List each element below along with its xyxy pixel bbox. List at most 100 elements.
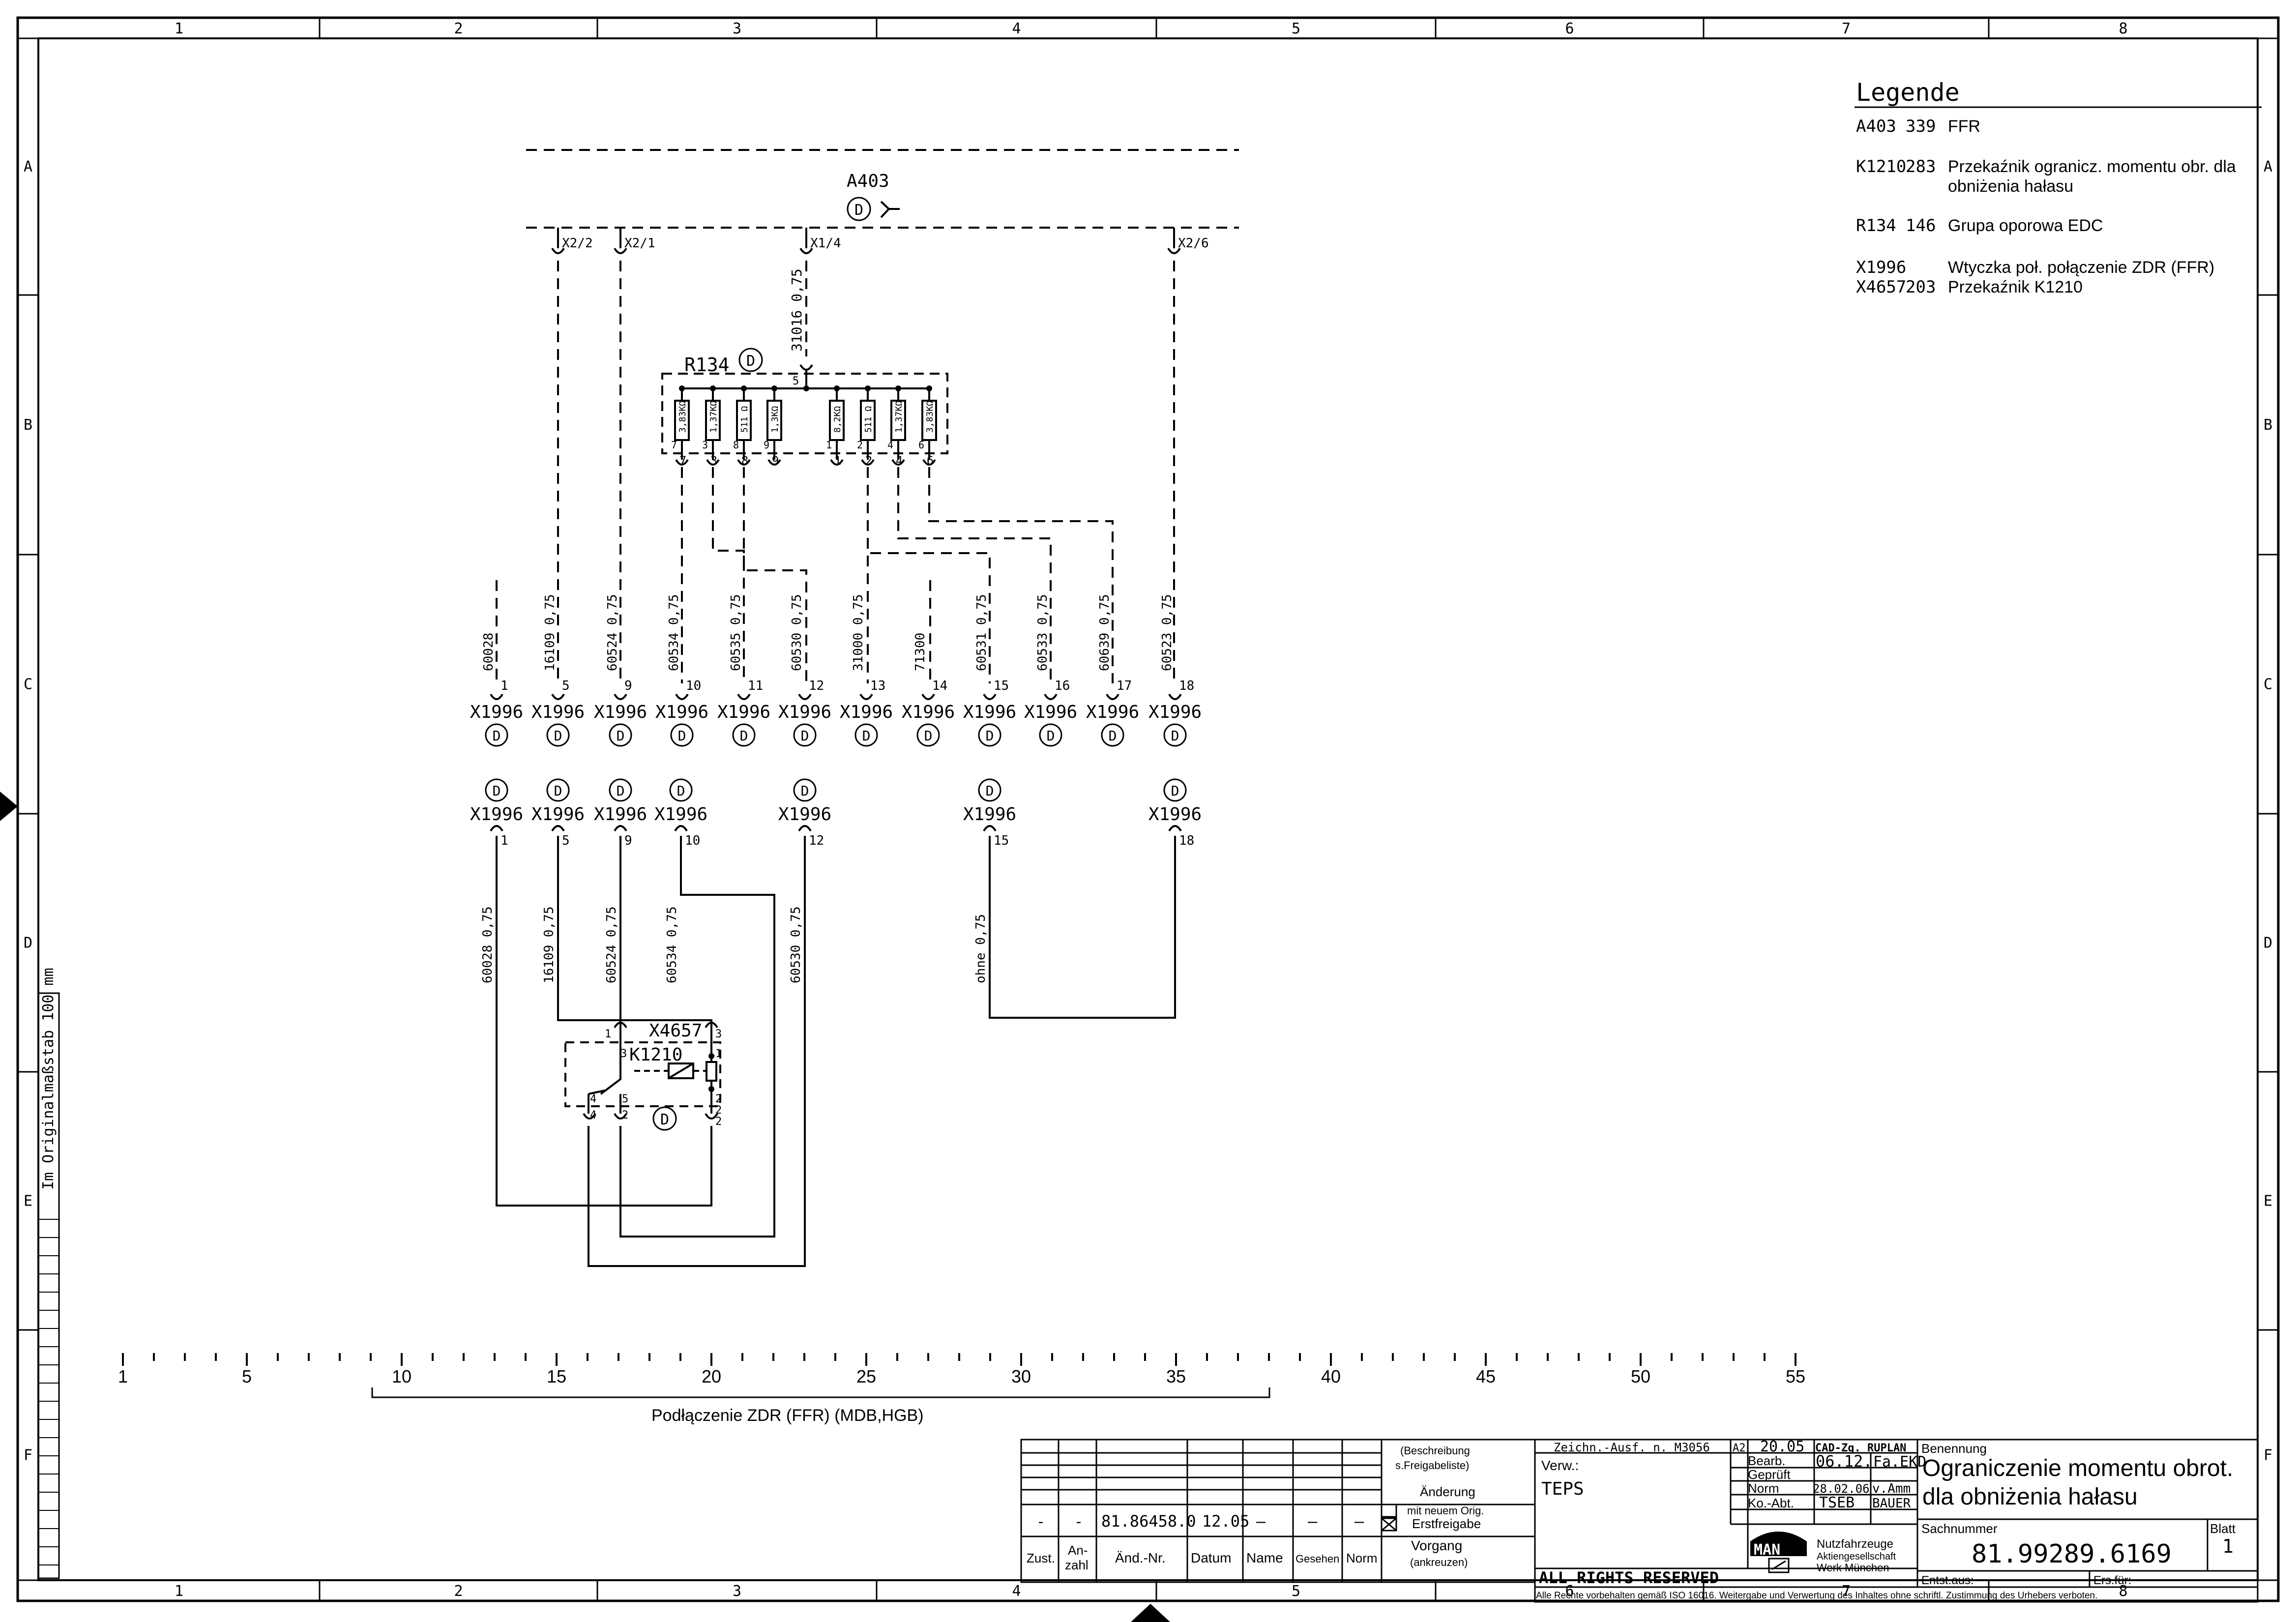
resistor-pin: 9	[764, 439, 769, 451]
relay-k1210	[558, 1019, 721, 1120]
badge-letter: D	[678, 728, 686, 744]
scale-note: Im Originalmaßstab 100 mm	[40, 968, 57, 1190]
badge-letter: D	[740, 728, 748, 744]
connector-name: X1996	[778, 702, 831, 722]
legend-code: K1210	[1856, 157, 1906, 177]
resistor-pin-socket	[830, 459, 844, 466]
ecu-pin-socket	[1167, 247, 1181, 254]
badge-circle	[732, 723, 756, 747]
scale-bar-ticks	[38, 1219, 59, 1565]
terminal-pin: 5	[562, 833, 570, 848]
sheet-number: 1	[2222, 1535, 2234, 1557]
badge-circle	[1101, 723, 1124, 747]
ecu-badge-circle	[847, 197, 871, 221]
wire-number: 60028	[481, 633, 496, 671]
connector-name: X1996	[963, 702, 1016, 722]
revision-table-grid	[1020, 1439, 1536, 1583]
resistor-body	[921, 400, 937, 441]
rev-ankreuzen: (ankreuzen)	[1410, 1556, 1468, 1568]
connector-name: X1996	[531, 702, 585, 722]
column-marker: 1	[175, 1583, 183, 1600]
badge-letter: D	[554, 783, 562, 799]
company-name-2: Nutzfahrzeuge	[1817, 1537, 1893, 1551]
connector-name: X1996	[778, 804, 831, 825]
relay-junctions	[708, 1053, 714, 1092]
relay-pin: 1	[605, 1028, 611, 1040]
verw-label: Verw.:	[1541, 1458, 1579, 1473]
wire-number: 16109 0,75	[542, 906, 557, 983]
terminal-socket	[983, 825, 997, 832]
row-marker: C	[24, 676, 32, 693]
row-marker: E	[24, 1193, 32, 1210]
rev-name: —	[1256, 1512, 1266, 1531]
terminal-socket	[859, 693, 873, 700]
column-marker: 3	[733, 1583, 741, 1600]
rev-anzahl: -	[1074, 1513, 1083, 1531]
ruler-caption: Podłączenie ZDR (FFR) (MDB,HGB)	[651, 1406, 924, 1425]
scale-bar	[37, 992, 60, 1579]
connector-name: X1996	[1086, 702, 1139, 722]
rev-datum: 12.05	[1202, 1512, 1249, 1531]
resistor-pin: 1	[826, 439, 832, 451]
drawing-title-2: dla obniżenia hałasu	[1922, 1484, 2138, 1510]
badge-letter: D	[1109, 728, 1117, 744]
title-block-grid	[1534, 1439, 2259, 1603]
column-marker: 2	[454, 1583, 463, 1600]
rev-header-anzahl-2: zahl	[1065, 1558, 1089, 1572]
koabt-value: TSEB	[1819, 1494, 1854, 1511]
wire-number: ohne 0,75	[973, 914, 988, 983]
relay-badge-circle	[652, 1106, 677, 1131]
badge-letter: D	[617, 728, 625, 744]
badge-letter: D	[677, 783, 685, 799]
badge-letter: D	[801, 783, 809, 799]
column-marker: 5	[1292, 1583, 1300, 1600]
row-marker: C	[2264, 676, 2272, 693]
terminal-pin: 1	[500, 678, 508, 693]
norm-label: Norm	[1748, 1481, 1779, 1496]
rev-zust: -	[1036, 1513, 1045, 1531]
legend-desc-2: obniżenia hałasu	[1948, 177, 2073, 196]
ruler-label: 55	[1786, 1366, 1805, 1386]
terminal-socket	[921, 693, 935, 700]
ecu-label: A403	[847, 171, 889, 191]
resistor-group-label: R134	[684, 354, 730, 376]
ruler-label: 25	[856, 1366, 876, 1386]
title-block-text: Zeichn.-Ausf. n. M3056 A2 20.05 CAD-Zg. …	[1536, 1438, 2236, 1601]
terminal-socket	[675, 693, 689, 700]
resistor-pin-bottom: 6	[927, 454, 934, 468]
resistor-value: 1,37KΩ	[708, 401, 719, 433]
wire-number: 60534 0,75	[665, 906, 679, 983]
terminal-pin: 10	[685, 833, 700, 848]
badge-letter: D	[1047, 728, 1055, 744]
wire-number: 71300	[913, 633, 928, 671]
legend-desc: FFR	[1948, 117, 1980, 136]
sheet-size: A2	[1733, 1442, 1746, 1454]
row-marker: F	[2264, 1447, 2272, 1464]
connector-name: X1996	[840, 702, 893, 722]
badge-circle	[1039, 723, 1062, 747]
wiring-bottom	[496, 836, 1176, 1267]
ruler-label: 5	[242, 1366, 252, 1386]
wire-number: 60639 0,75	[1097, 594, 1112, 671]
resistor-pin-socket	[675, 459, 689, 466]
ecu-pin-socket	[614, 247, 627, 254]
wire-number: 60530 0,75	[790, 594, 804, 671]
resistor-value: 511 Ω	[863, 406, 874, 433]
ruler-label: 40	[1321, 1366, 1341, 1386]
rev-erst: Erstfreigabe	[1412, 1516, 1481, 1531]
column-marker: 2	[454, 20, 463, 37]
resistor-group-badge-circle	[738, 348, 763, 372]
wire-number: 60534 0,75	[667, 594, 681, 671]
terminal-pin: 18	[1179, 833, 1194, 848]
resistor-pin-socket	[861, 459, 875, 466]
